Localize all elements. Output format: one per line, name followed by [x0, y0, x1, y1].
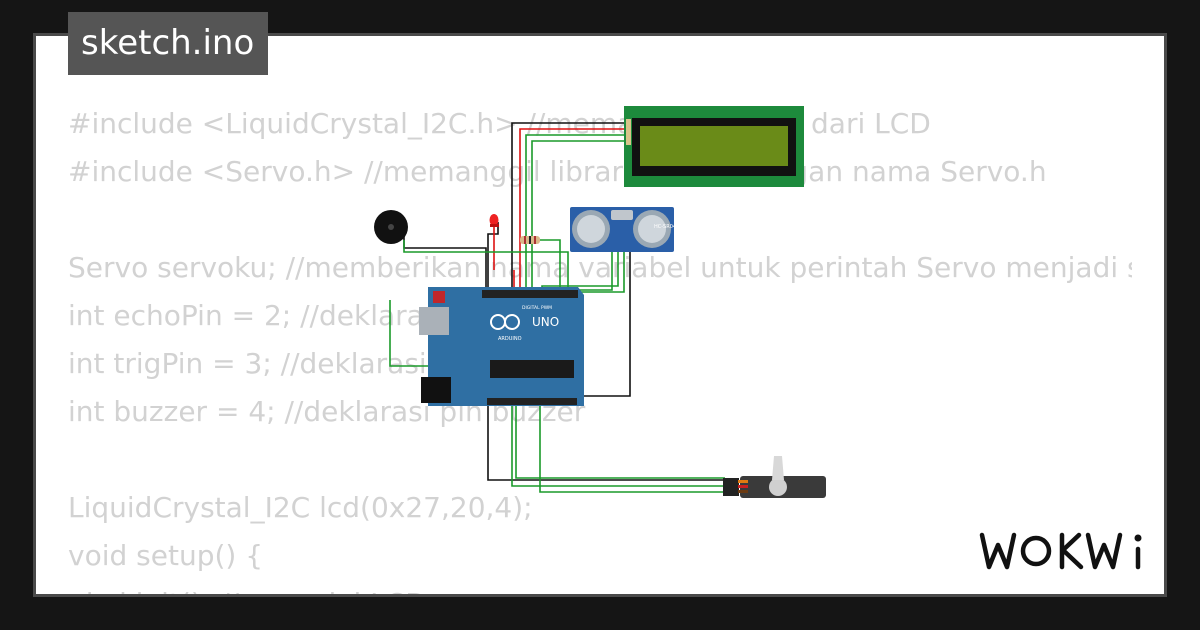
- board-digital-label: DIGITAL PWM: [522, 305, 552, 311]
- file-name-tag: sketch.ino: [68, 12, 269, 75]
- code-line: Servo servoku; //memberikan nama variabe…: [68, 251, 1132, 284]
- board-label: UNO: [532, 315, 559, 329]
- wire-buzzer-signal: [403, 240, 569, 296]
- sensor-label: HC-SR04: [654, 224, 676, 230]
- lcd-display: [624, 106, 804, 187]
- wire-led-anode: [487, 222, 725, 481]
- code-line: lcd.init(); //memulai LCD: [68, 580, 1132, 594]
- wire-lcd-gnd: [531, 140, 624, 296]
- code-line: LiquidCrystal_I2C lcd(0x27,20,4);: [68, 491, 533, 524]
- wire-servo-gnd: [539, 380, 725, 493]
- red-led: [489, 214, 499, 227]
- ultrasonic-sensor: HC-SR04: [570, 207, 676, 252]
- wokwi-logo: [979, 532, 1142, 570]
- code-line: void setup() {: [68, 539, 264, 572]
- wire-servo-vcc: [515, 380, 725, 479]
- servo-motor: [723, 456, 826, 498]
- preview-card: [33, 33, 1167, 597]
- wire-sensor-gnd: [574, 250, 631, 397]
- wire-resistor: [540, 239, 561, 296]
- wire-servo-signal: [511, 380, 725, 487]
- wire-buzzer-gnd: [403, 230, 487, 300]
- buzzer: [374, 210, 408, 244]
- code-line: int buzzer = 4; //deklarasi pin buzzer: [68, 395, 586, 428]
- arduino-uno-board: UNO ARDUINO DIGITAL PWM: [419, 287, 584, 406]
- wire-lcd-sda: [511, 122, 624, 296]
- resistor: [520, 236, 540, 244]
- board-sub-label: ARDUINO: [498, 336, 522, 342]
